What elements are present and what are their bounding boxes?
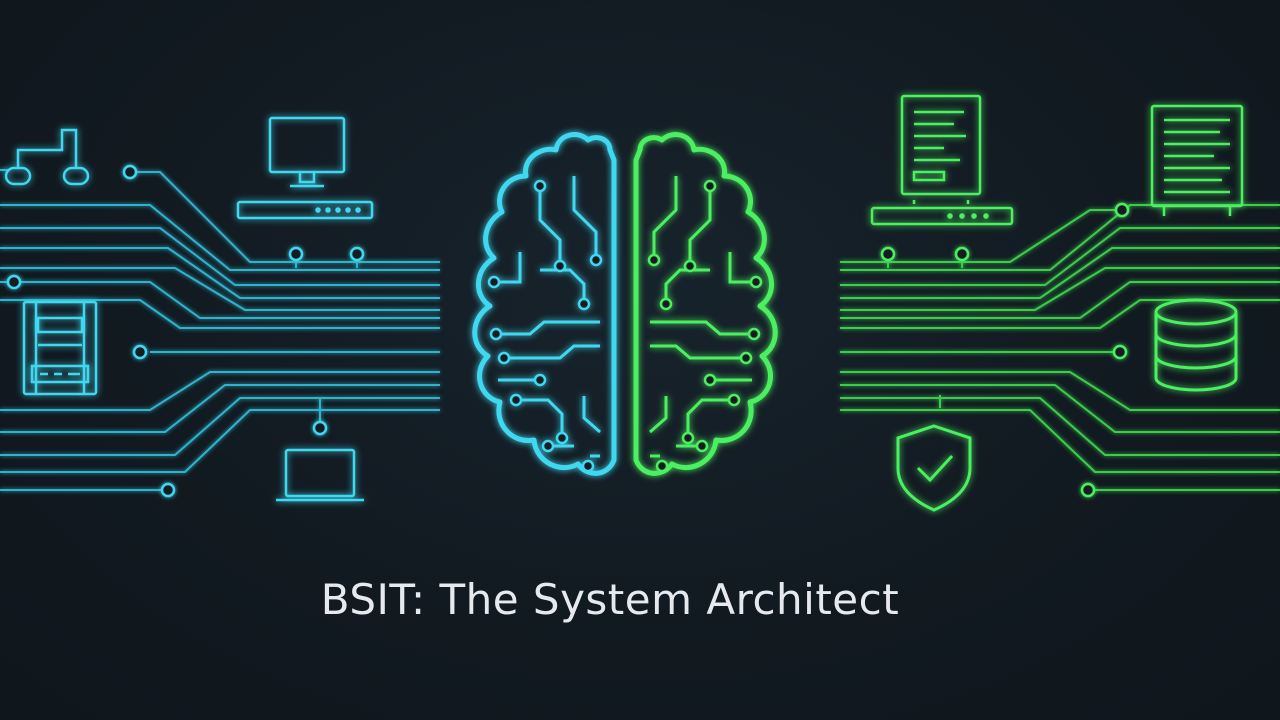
- desktop-monitor-icon: [236, 116, 374, 220]
- right-trace-nodes: [880, 202, 1130, 498]
- database-icon: [1154, 298, 1238, 392]
- right-circuit-traces: [840, 204, 1280, 491]
- banner-title: BSIT: The System Architect: [320, 575, 900, 624]
- server-rack-icon: [22, 300, 98, 396]
- left-trace-nodes: [6, 164, 365, 498]
- laptop-icon: [276, 448, 364, 502]
- network-cable-icon: [4, 128, 90, 186]
- server-cabinet-icon: [1150, 104, 1244, 216]
- shield-check-icon: [896, 424, 972, 512]
- document-terminal-icon: [870, 94, 1014, 226]
- brain-circuit-icon: [472, 132, 778, 476]
- left-circuit-traces: [0, 169, 440, 491]
